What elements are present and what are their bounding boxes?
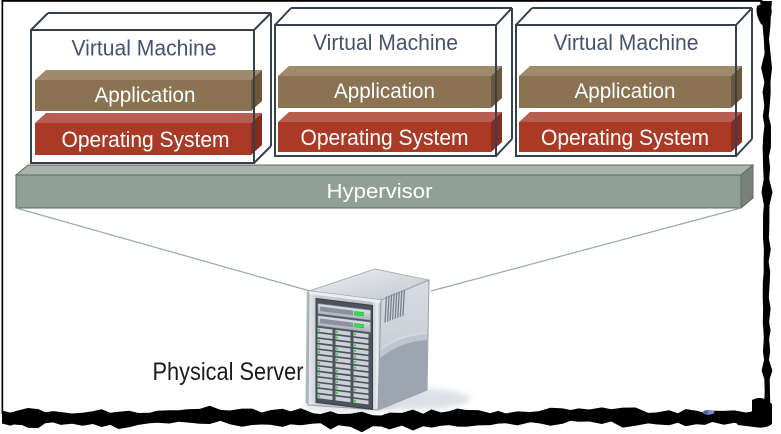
svg-text:Virtual Machine: Virtual Machine	[313, 30, 458, 55]
svg-text:Physical Server: Physical Server	[153, 358, 304, 386]
svg-text:Virtual Machine: Virtual Machine	[72, 35, 217, 60]
svg-text:Operating System: Operating System	[541, 125, 709, 150]
svg-text:Operating System: Operating System	[301, 125, 469, 150]
svg-text:Operating System: Operating System	[62, 127, 230, 152]
svg-text:Application: Application	[575, 80, 676, 103]
svg-text:Application: Application	[334, 80, 435, 103]
svg-text:Virtual Machine: Virtual Machine	[554, 30, 699, 55]
svg-text:Application: Application	[95, 84, 196, 107]
svg-text:Hypervisor: Hypervisor	[327, 181, 433, 203]
